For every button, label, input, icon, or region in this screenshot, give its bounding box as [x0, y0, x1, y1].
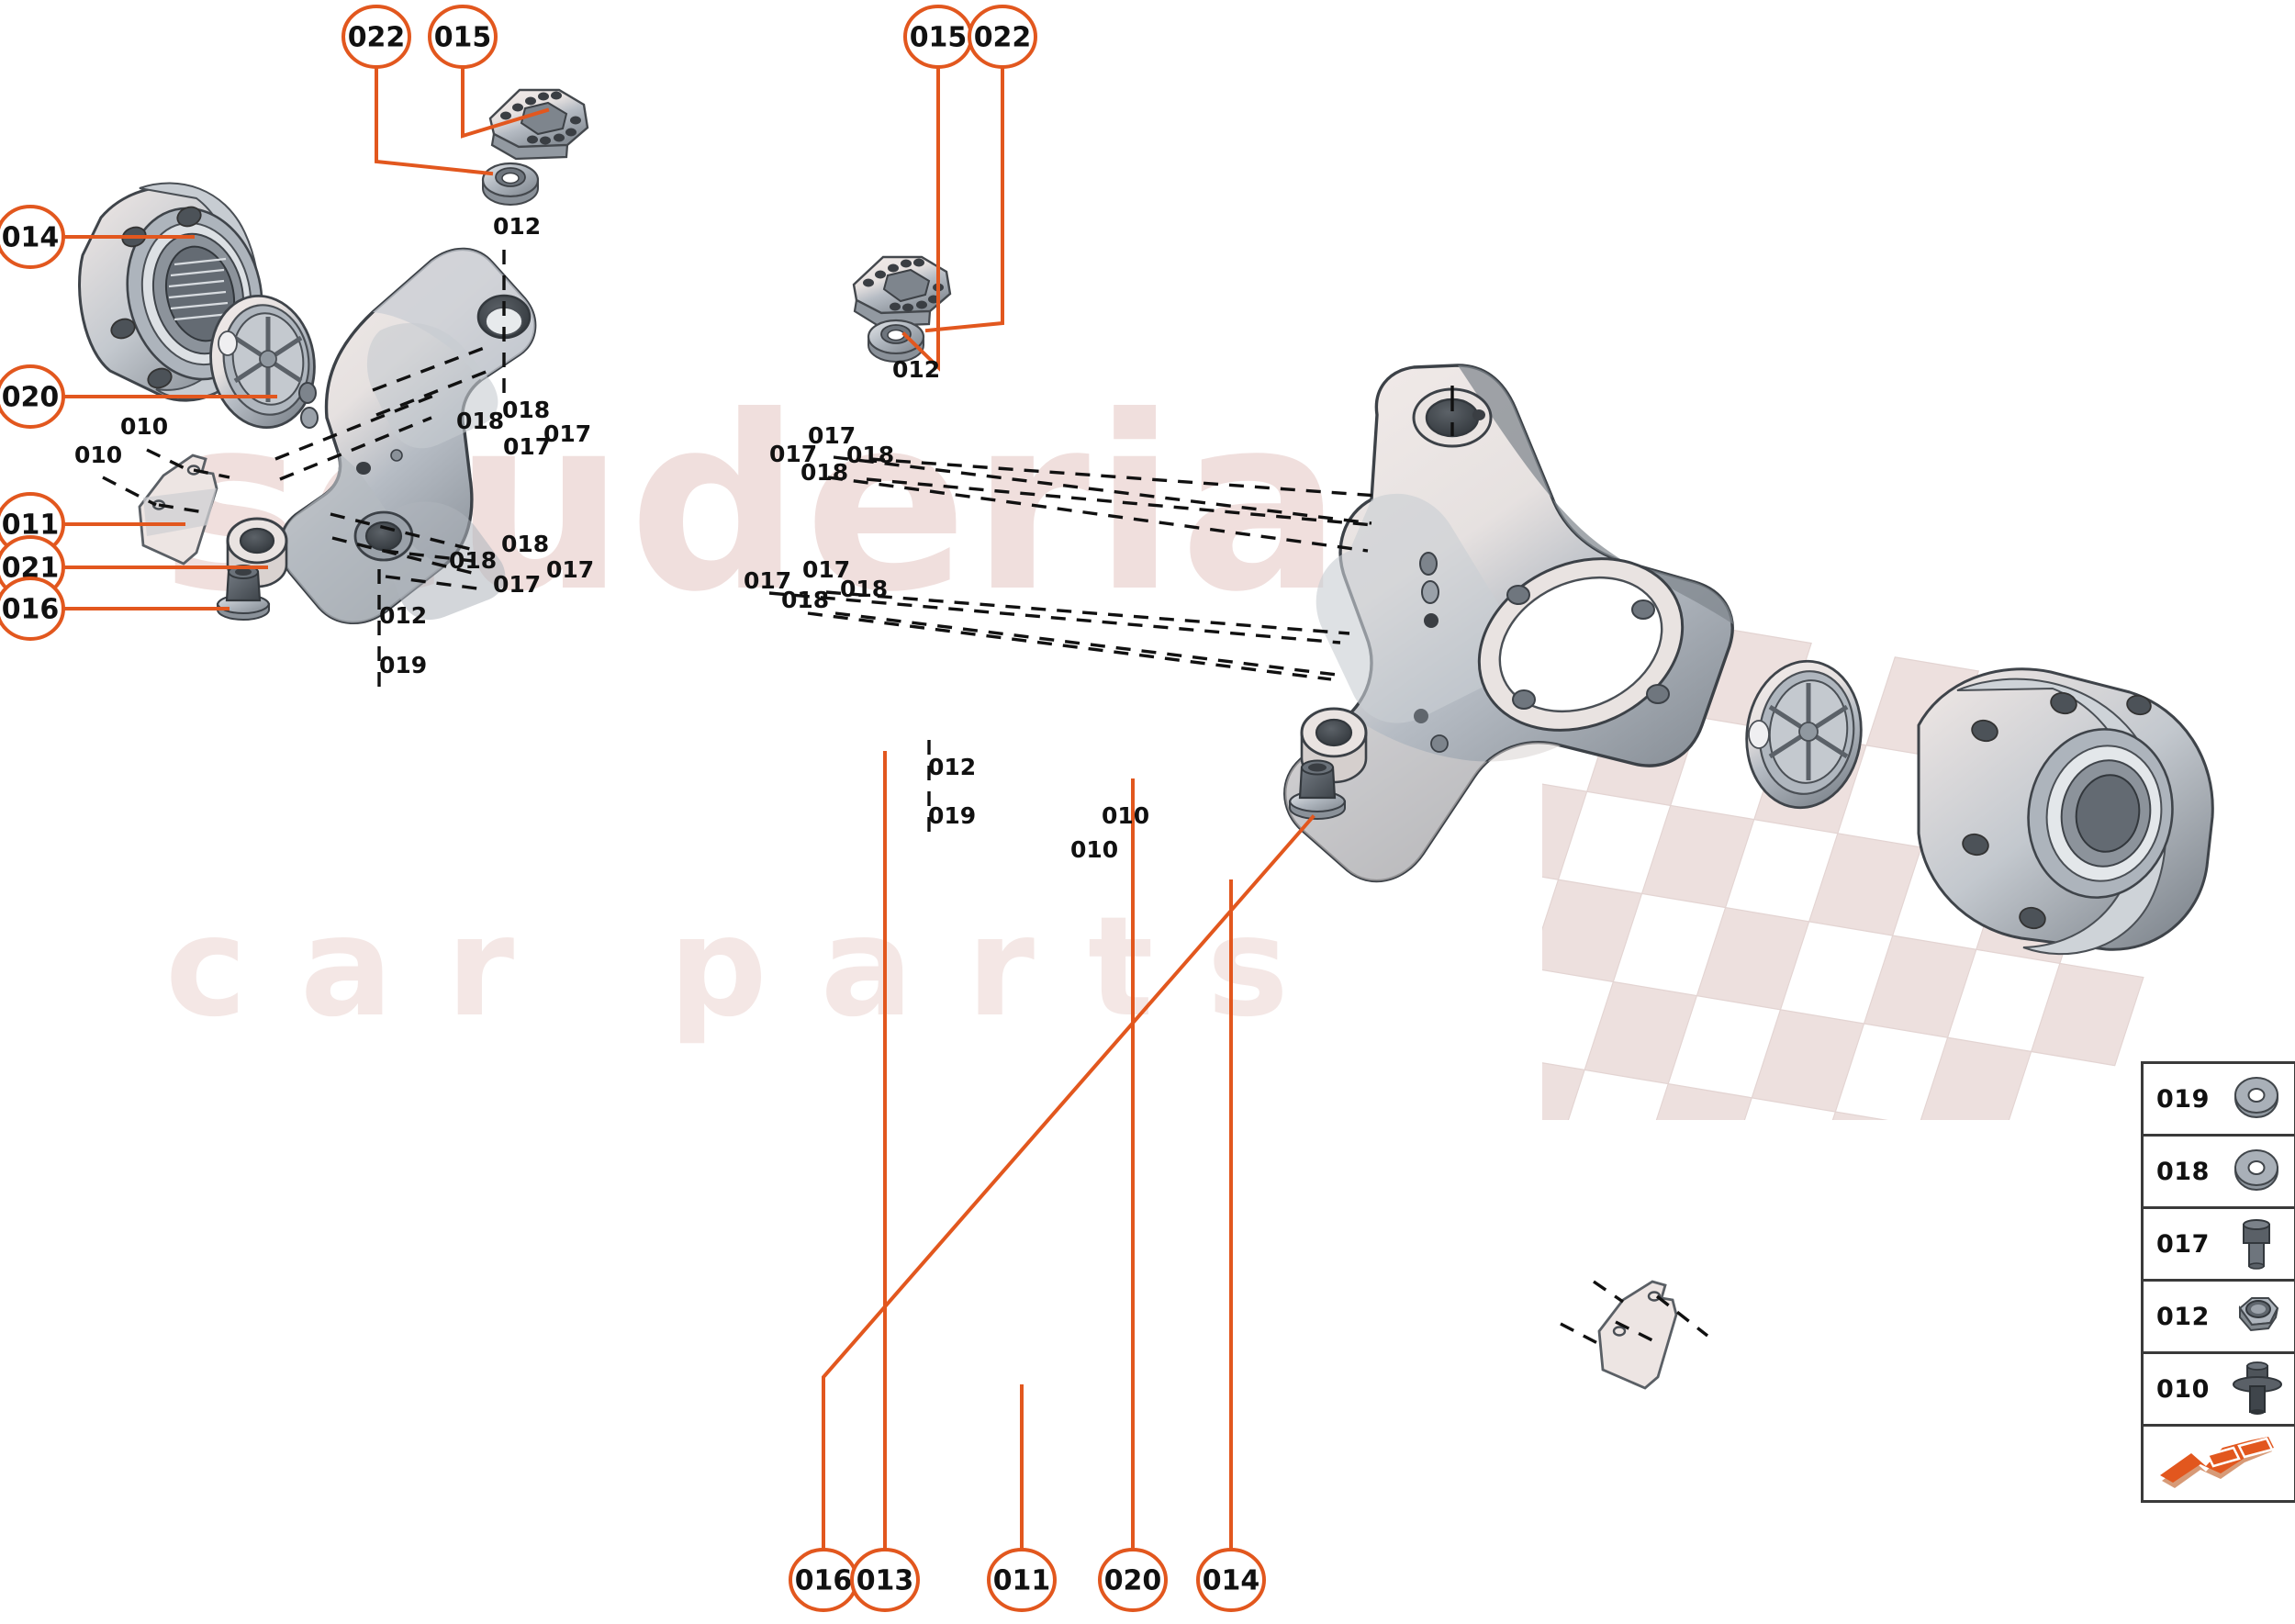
dash-label-017: 017 [808, 422, 856, 449]
dash-label-012: 012 [493, 213, 541, 240]
part-016-flange-bolt-right [1288, 759, 1347, 820]
callout-ring [850, 1548, 920, 1612]
legend-row-012: 012 [2144, 1282, 2294, 1354]
callout-bubble-022[interactable]: 022 [341, 5, 411, 69]
socket-bolt-icon [2228, 1215, 2285, 1272]
part-013-steering-knuckle-left [226, 247, 537, 624]
legend-row-010: 010 [2144, 1354, 2294, 1427]
legend-panel: 019 018 017 012 010 [2141, 1061, 2295, 1503]
orange-leader-lines [62, 64, 1315, 1553]
callout-label: 011 [993, 1565, 1051, 1597]
legend-number: 017 [2156, 1229, 2210, 1259]
callout-bubble-016[interactable]: 016 [0, 577, 65, 641]
dashed-reference-lines [102, 250, 1709, 1346]
callout-ring [968, 5, 1037, 69]
dash-label-017: 017 [744, 567, 791, 594]
legend-row-018: 018 [2144, 1137, 2294, 1209]
dash-label-018: 018 [846, 442, 894, 468]
callout-bubble-020[interactable]: 020 [0, 364, 65, 429]
dash-label-018: 018 [502, 397, 550, 423]
part-015-top-mount-left [488, 88, 589, 161]
dash-label-017: 017 [543, 420, 591, 447]
flange-bolt-icon [2228, 1361, 2285, 1417]
dash-label-018: 018 [781, 587, 829, 613]
dash-label-018: 018 [501, 531, 549, 557]
part-022-top-washer-left [481, 162, 540, 206]
legend-number: 018 [2156, 1157, 2210, 1186]
callout-label: 015 [910, 22, 968, 54]
part-020-bearing-cap-left [209, 294, 316, 430]
dash-label-017: 017 [493, 571, 541, 598]
dash-label-010: 010 [74, 442, 122, 468]
legend-row-017: 017 [2144, 1209, 2294, 1282]
callout-bubble-013[interactable]: 013 [850, 1548, 920, 1612]
part-013-steering-knuckle-right [1283, 364, 1734, 883]
dash-label-018: 018 [449, 547, 497, 574]
callout-label: 020 [1104, 1565, 1162, 1597]
callout-label: 014 [1203, 1565, 1260, 1597]
dash-label-017: 017 [503, 433, 551, 460]
callout-label: 016 [2, 594, 60, 626]
part-015-top-mount-right [852, 255, 952, 328]
legend-number: 019 [2156, 1084, 2210, 1114]
dash-label-018: 018 [456, 408, 504, 434]
callout-ring [1196, 1548, 1266, 1612]
callout-bubble-015[interactable]: 015 [428, 5, 498, 69]
callout-label: 016 [795, 1565, 853, 1597]
dash-label-012: 012 [928, 754, 976, 780]
dash-label-018: 018 [840, 576, 888, 602]
washer-icon [2228, 1143, 2285, 1200]
dash-label-017: 017 [546, 556, 594, 583]
legend-number: 012 [2156, 1302, 2210, 1331]
dash-label-010: 010 [1070, 836, 1118, 863]
callout-ring [987, 1548, 1057, 1612]
washer-icon [2228, 1070, 2285, 1127]
callout-label: 013 [856, 1565, 914, 1597]
dash-label-010: 010 [1102, 802, 1149, 829]
callout-bubble-011[interactable]: 011 [987, 1548, 1057, 1612]
callout-label: 014 [2, 222, 60, 254]
orange-arrow-logo-icon [2144, 1427, 2294, 1500]
hex-nut-icon [2228, 1288, 2285, 1345]
callout-ring [1098, 1548, 1168, 1612]
dash-label-019: 019 [379, 652, 427, 678]
part-014-wheel-hub-right [1917, 667, 2214, 956]
callout-label: 022 [974, 22, 1032, 54]
callout-bubble-020[interactable]: 020 [1098, 1548, 1168, 1612]
callout-label: 020 [2, 382, 60, 414]
callout-bubble-015[interactable]: 015 [903, 5, 973, 69]
part-020-bearing-cap-right [1745, 659, 1863, 810]
legend-number: 010 [2156, 1374, 2210, 1404]
callout-ring [0, 205, 65, 269]
callout-label: 015 [434, 22, 492, 54]
dash-label-012: 012 [892, 356, 940, 383]
callout-bubble-016[interactable]: 016 [789, 1548, 858, 1612]
part-011-shield-bracket-right [1597, 1280, 1678, 1390]
dash-label-010: 010 [120, 413, 168, 440]
callout-ring [0, 577, 65, 641]
dash-label-017: 017 [769, 441, 817, 467]
callout-ring [341, 5, 411, 69]
part-022-top-washer-right [867, 319, 925, 363]
callout-bubble-014[interactable]: 014 [1196, 1548, 1266, 1612]
legend-row-019: 019 [2144, 1064, 2294, 1137]
dash-label-017: 017 [802, 556, 850, 583]
callout-label: 022 [348, 22, 406, 54]
dash-label-019: 019 [928, 802, 976, 829]
callout-bubble-022[interactable]: 022 [968, 5, 1037, 69]
callout-ring [0, 364, 65, 429]
watermark-car-parts: car parts [165, 888, 1342, 1047]
dash-label-012: 012 [379, 602, 427, 629]
callout-ring [428, 5, 498, 69]
dash-label-018: 018 [800, 459, 848, 486]
callout-bubble-014[interactable]: 014 [0, 205, 65, 269]
